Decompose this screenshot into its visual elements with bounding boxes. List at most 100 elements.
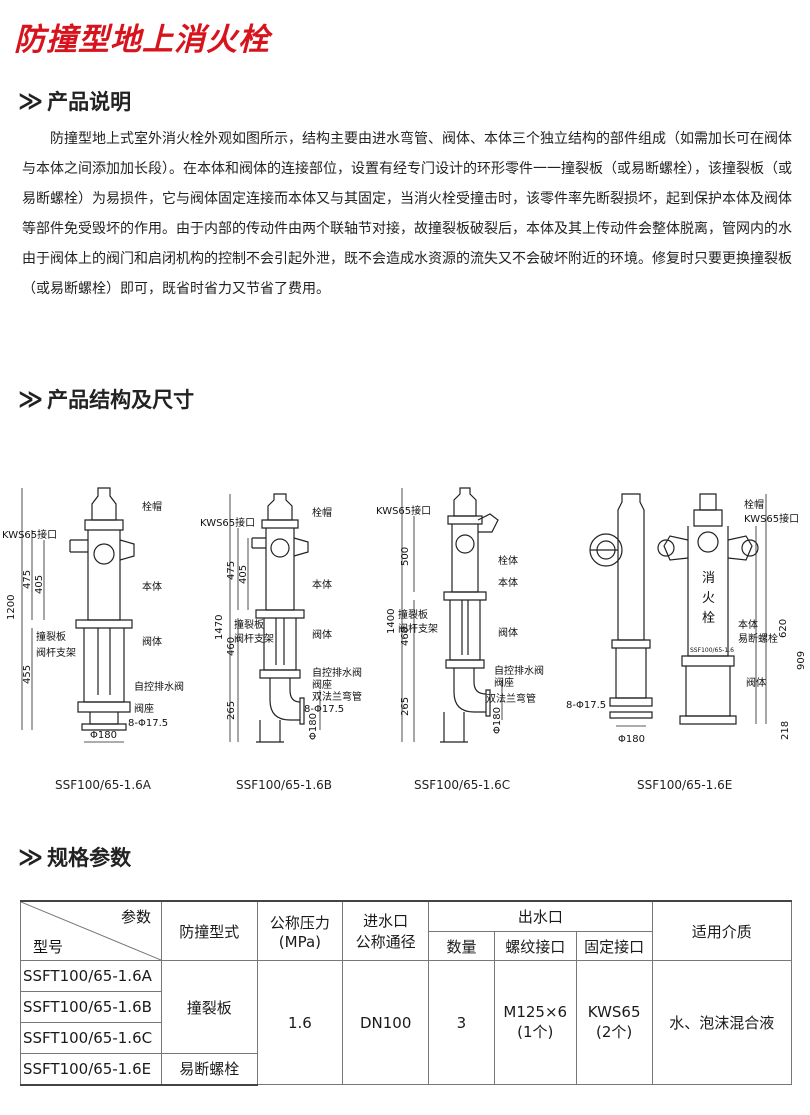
- label-rod: 阀杆支架: [398, 622, 438, 635]
- cell-thread-line2: (1个): [517, 1023, 554, 1041]
- label-port: KWS65接口: [744, 512, 799, 525]
- table-row-model: SSFT100/65-1.6C: [20, 1022, 162, 1054]
- label-bolt: 栓体: [498, 554, 518, 567]
- cell-thread: M125×6 (1个): [493, 960, 577, 1085]
- section-title: 规格参数: [47, 846, 132, 870]
- dim-1-b: 475: [226, 561, 237, 580]
- dim-2-e: 218: [780, 721, 791, 740]
- label-cap: 栓帽: [142, 500, 162, 513]
- label-drain: 自控排水阀: [312, 666, 362, 679]
- diagram-caption-e: SSF100/65-1.6E: [637, 778, 733, 792]
- label-breakplate: 撞裂板: [398, 608, 428, 621]
- header-pressure-line1: 公称压力: [269, 913, 330, 932]
- label-dia: Φ180: [308, 713, 319, 740]
- header-inlet-line2: 公称通径: [355, 933, 416, 951]
- label-rod: 阀杆支架: [36, 646, 76, 659]
- label-body: 本体: [142, 580, 162, 593]
- dim-2-c: 460: [400, 627, 411, 646]
- hydrant-drawing-a: 1200 475 405 455 栓帽 KWS65接口 本体 撞裂板 阀杆支架 …: [2, 487, 184, 743]
- label-drain: 自控排水阀: [494, 664, 544, 677]
- label-rod: 阀杆支架: [234, 632, 274, 645]
- cell-inlet: DN100: [342, 960, 430, 1085]
- header-thread: 螺纹接口: [493, 931, 577, 961]
- label-seat: 阀座: [312, 678, 332, 691]
- diagram-c: 1400 500 460 265 KWS65接口 栓体 本体 撞裂板 阀杆支架 …: [374, 480, 554, 754]
- diagram-a: 1200 475 405 455 栓帽 KWS65接口 本体 撞裂板 阀杆支架 …: [0, 480, 200, 754]
- diagonal-divider: 参数 型号: [21, 902, 161, 960]
- hydrant-drawing-e: 消 火 栓 SSF100/65-1.6 909 620 218 栓帽 KWS65…: [566, 493, 807, 745]
- header-pressure-line2: (MPa): [278, 932, 322, 951]
- dim-3-b: 460: [226, 637, 237, 656]
- section-title: 产品结构及尺寸: [47, 388, 195, 412]
- cell-medium: 水、泡沫混合液: [651, 960, 793, 1085]
- header-param: 参数: [121, 908, 151, 926]
- label-dia: Φ180: [492, 707, 503, 734]
- dim-2-b: 405: [238, 565, 249, 584]
- label-holes: 8-Φ17.5: [304, 704, 344, 715]
- label-breakplate: 撞裂板: [36, 630, 66, 643]
- cell-pressure: 1.6: [256, 960, 344, 1085]
- label-breakplate: 撞裂板: [234, 618, 264, 631]
- dim-total-c: 1400: [386, 609, 397, 634]
- header-type: 防撞型式: [161, 900, 258, 961]
- dim-1-a: 475: [22, 570, 33, 589]
- label-drain: 自控排水阀: [134, 680, 184, 693]
- label-body: 本体: [312, 578, 332, 591]
- double-chevron-icon: ≫: [18, 843, 43, 871]
- label-cap: 栓帽: [744, 498, 764, 511]
- dim-4-b: 265: [226, 701, 237, 720]
- header-count: 数量: [428, 931, 495, 961]
- cell-type-bolt: 易断螺栓: [161, 1053, 258, 1086]
- spec-table: 参数 型号 防撞型式 公称压力 (MPa) 进水口 公称通径 出水口 适用介质 …: [20, 900, 793, 1086]
- table-row-model: SSFT100/65-1.6A: [20, 960, 162, 992]
- dim-2-a: 405: [34, 575, 45, 594]
- diagram-e: 消 火 栓 SSF100/65-1.6 909 620 218 栓帽 KWS65…: [566, 480, 810, 754]
- plate-model: SSF100/65-1.6: [690, 647, 734, 654]
- plate-char-3: 栓: [702, 611, 715, 626]
- cell-type-breakplate: 撞裂板: [161, 960, 258, 1054]
- label-elbow: 双法兰弯管: [312, 690, 362, 703]
- label-body: 本体: [498, 576, 518, 589]
- header-inlet-line1: 进水口: [363, 912, 409, 930]
- dim-total-e: 909: [796, 651, 807, 670]
- header-model: 型号: [33, 938, 63, 956]
- plate-char-1: 消: [702, 571, 715, 586]
- cell-fixed-line2: (2个): [596, 1023, 633, 1041]
- header-model-param: 参数 型号: [20, 900, 162, 961]
- double-chevron-icon: ≫: [18, 87, 43, 115]
- label-port: KWS65接口: [376, 504, 431, 517]
- section-title: 产品说明: [47, 90, 132, 114]
- label-port: KWS65接口: [2, 528, 57, 541]
- section-heading-description: ≫ 产品说明: [18, 86, 131, 116]
- label-seat: 阀座: [134, 702, 154, 715]
- header-medium: 适用介质: [651, 900, 793, 961]
- header-inlet: 进水口 公称通径: [342, 900, 430, 961]
- header-outlet: 出水口: [428, 900, 653, 933]
- header-fixed: 固定接口: [575, 931, 653, 961]
- dim-total-b: 1470: [214, 615, 225, 640]
- label-dia: Φ180: [618, 734, 645, 745]
- section-heading-specs: ≫ 规格参数: [18, 842, 131, 872]
- header-pressure: 公称压力 (MPa): [256, 900, 344, 961]
- plate-char-2: 火: [702, 591, 715, 606]
- label-elbow: 双法兰弯管: [486, 692, 536, 705]
- label-cap: 栓帽: [312, 506, 332, 519]
- intro-paragraph: 防撞型地上式室外消火栓外观如图所示，结构主要由进水弯管、阀体、本体三个独立结构的…: [22, 131, 792, 297]
- hydrant-drawing-b: 1470 475 405 460 265 栓帽 KWS65接口 本体 撞裂板 阀…: [200, 493, 362, 743]
- dim-3-c: 265: [400, 697, 411, 716]
- section-heading-structure: ≫ 产品结构及尺寸: [18, 384, 194, 414]
- label-body: 本体: [738, 618, 758, 631]
- dim-total-a: 1200: [6, 595, 17, 620]
- double-chevron-icon: ≫: [18, 385, 43, 413]
- label-valve: 阀体: [746, 676, 766, 689]
- table-row-model: SSFT100/65-1.6B: [20, 991, 162, 1023]
- dim-3-a: 455: [22, 665, 33, 684]
- diagram-caption-a: SSF100/65-1.6A: [55, 778, 151, 792]
- page-title: 防撞型地上消火栓: [14, 22, 270, 58]
- label-bolt: 易断螺栓: [738, 632, 778, 645]
- label-dia: Φ180: [90, 730, 117, 741]
- label-port: KWS65接口: [200, 516, 255, 529]
- diagram-caption-b: SSF100/65-1.6B: [236, 778, 332, 792]
- hydrant-drawing-c: 1400 500 460 265 KWS65接口 栓体 本体 撞裂板 阀杆支架 …: [376, 487, 544, 743]
- cell-thread-line1: M125×6: [503, 1003, 568, 1021]
